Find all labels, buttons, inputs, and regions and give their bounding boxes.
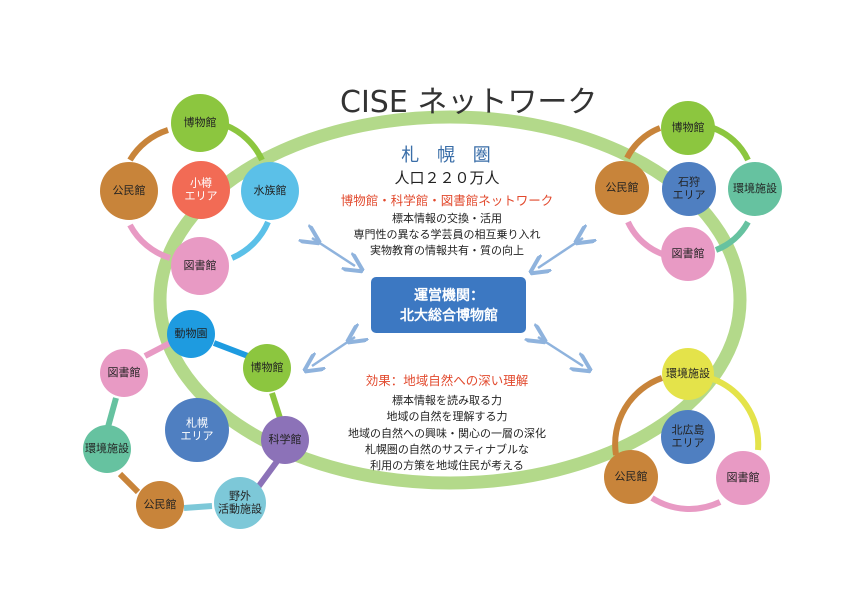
effect-item-1: 標本情報を読み取る力 [392,393,502,407]
sapporo-zoo-label: 動物園 [175,326,208,340]
label-line: 野外 [229,490,251,503]
sapporo-area-label: 札幌エリア [181,416,214,443]
otaru-aquarium-label: 水族館 [254,183,287,197]
ishikari-area-node [662,162,716,216]
kitahiroshima-community-node [604,450,658,504]
kitahiroshima-env-label: 環境施設 [666,366,710,380]
label-line: エリア [673,189,706,202]
ishikari-area-label: 石狩エリア [673,175,706,202]
sapporo-science-label: 科学館 [269,432,302,446]
sapporo-env-label: 環境施設 [85,441,129,455]
sapporo-museum-label: 博物館 [251,360,284,374]
otaru-community-label: 公民館 [113,183,146,197]
kitahiroshima-area-label: 北広島エリア [672,423,705,450]
sapporo-museum-node [243,344,291,392]
otaru-cluster: 博物館 水族館 図書館 公民館 小樽エリア [100,94,299,295]
ishikari-museum-label: 博物館 [672,120,705,134]
sapporo-library-node [100,349,148,397]
effect-item-5: 利用の方策を地域住民が考える [370,458,524,472]
arrow-bottom-right [538,337,583,366]
arrow-bottom-left [312,337,355,366]
label-line: エリア [185,190,218,203]
sapporo-zoo-node [167,310,215,358]
sapporo-area-node [165,398,229,462]
label-line: 活動施設 [218,502,262,516]
region-name: 札 幌 圏 [401,145,496,166]
otaru-museum-node [171,94,229,152]
ishikari-env-label: 環境施設 [733,181,777,195]
kitahiroshima-area-node [661,410,715,464]
operator-line2: 北大総合博物館 [400,307,498,324]
network-ring [153,110,747,490]
sapporo-outdoor-node [214,477,266,529]
sapporo-community-node [136,481,184,529]
kitahiroshima-library-node [716,451,770,505]
ishikari-museum-node [661,101,715,155]
ishikari-env-node [728,162,782,216]
effect-item-4: 札幌圏の自然のサスティナブルな [365,442,529,456]
sapporo-env-node [83,425,131,473]
otaru-library-node [171,237,229,295]
sapporo-library-label: 図書館 [108,365,141,379]
sapporo-community-label: 公民館 [144,497,177,511]
effect-heading: 効果：地域自然への深い理解 [366,373,529,388]
ishikari-library-node [661,227,715,281]
effect-item-2: 地域の自然を理解する力 [387,409,508,423]
arrow-top-right [538,238,583,268]
kitahiroshima-cluster: 環境施設 図書館 公民館 北広島エリア [604,348,770,512]
otaru-aquarium-node [241,162,299,220]
operator-box [371,277,526,333]
otaru-library-label: 図書館 [184,258,217,272]
kitahiroshima-community-label: 公民館 [615,469,648,483]
ishikari-cluster: 博物館 環境施設 図書館 公民館 石狩エリア [595,101,782,281]
network-item-1: 標本情報の交換・活用 [392,211,502,225]
label-line: 小樽 [190,176,212,190]
label-line: エリア [181,430,214,443]
kitahiroshima-env-node [662,348,714,400]
network-heading: 博物館・科学館・図書館ネットワーク [341,193,554,208]
ishikari-library-label: 図書館 [672,246,705,260]
label-line: 石狩 [678,175,700,189]
diagram-title: CISE ネットワーク [340,85,597,120]
label-line: 札幌 [186,416,208,430]
label-line: エリア [672,437,705,450]
otaru-community-node [100,162,158,220]
kitahiroshima-library-label: 図書館 [727,470,760,484]
otaru-museum-label: 博物館 [184,115,217,129]
label-line: 北広島 [672,423,705,437]
network-item-3: 実物教育の情報共有・質の向上 [370,243,524,257]
sapporo-cluster: 動物園 博物館 科学館 野外活動施設 公民館 環境施設 図書館 札幌エリア [83,310,309,529]
arrow-top-left [312,238,355,266]
otaru-area-node [172,161,230,219]
otaru-area-label: 小樽エリア [185,176,218,203]
network-item-2: 専門性の異なる学芸員の相互乗り入れ [354,227,541,241]
sapporo-science-node [261,416,309,464]
effect-item-3: 地域の自然への興味・関心の一層の深化 [348,426,546,440]
operator-line1: 運営機関： [414,287,484,304]
ishikari-community-label: 公民館 [606,180,639,194]
population: 人口２２０万人 [394,169,499,187]
ishikari-community-node [595,161,649,215]
sapporo-outdoor-label: 野外活動施設 [218,490,262,516]
